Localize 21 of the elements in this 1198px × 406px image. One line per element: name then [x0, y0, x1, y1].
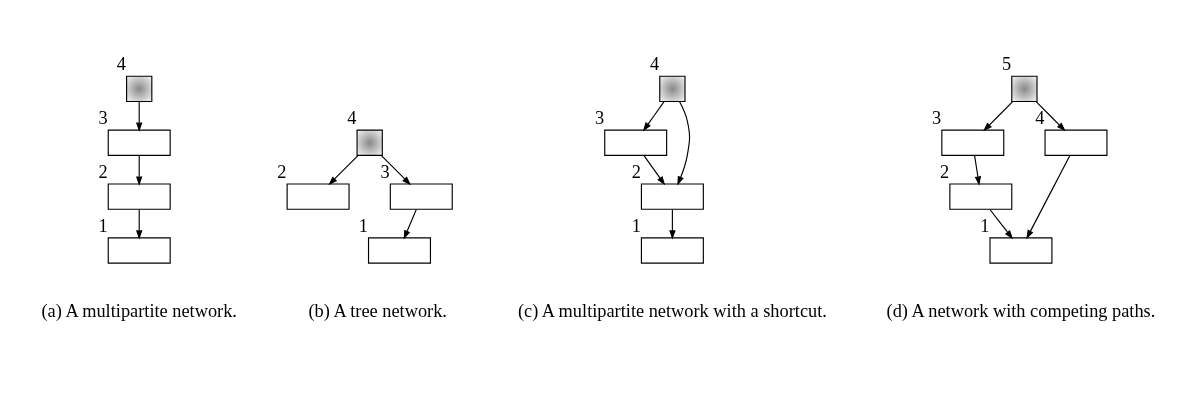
label: (b) A tree network. [308, 300, 447, 321]
node-label: 4 [650, 53, 660, 74]
label: (c) A multipartite network with a shortcut. [517, 300, 827, 321]
node-label: 1 [98, 215, 108, 236]
node-label: 2 [940, 161, 950, 182]
node-label: 2 [631, 161, 641, 182]
node-label: 2 [98, 161, 108, 182]
node-label: 4 [1035, 107, 1045, 128]
node-label: 3 [380, 161, 390, 182]
node-label: 3 [98, 107, 108, 128]
label: (a) A multipartite network. [41, 300, 237, 321]
node-label: 3 [594, 107, 605, 128]
node-label: 5 [1002, 53, 1012, 74]
node-label: 1 [358, 215, 368, 236]
node-label: 1 [980, 215, 990, 236]
node-label: 4 [116, 53, 127, 74]
node-label: 2 [277, 161, 287, 182]
label: (d) A network with competing paths. [886, 300, 1156, 321]
node-label: 3 [932, 107, 942, 128]
node-label: 4 [347, 107, 357, 128]
node-label: 1 [631, 215, 641, 236]
